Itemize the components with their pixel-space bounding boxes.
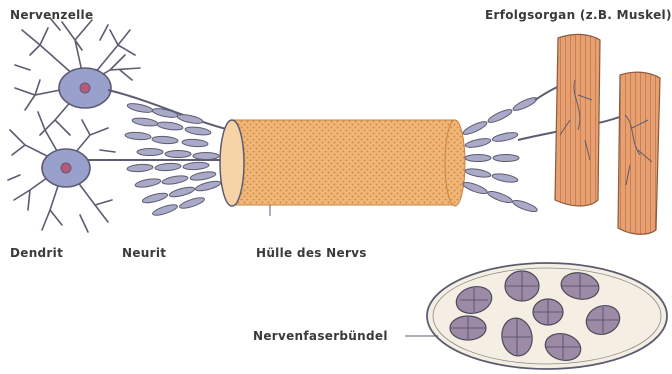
label-effector-organ: Erfolgsorgan (z.B. Muskel) <box>485 8 672 22</box>
neurite-fibers-left <box>88 90 230 217</box>
label-nerve-cell: Nervenzelle <box>10 8 93 22</box>
muscle-left <box>555 34 600 206</box>
nerve-cell-upper <box>15 18 140 135</box>
label-nerve-fiber-bundle: Nervenfaserbündel <box>253 329 388 343</box>
nerve-cell-lower <box>8 112 115 232</box>
label-dendrite: Dendrit <box>10 246 63 260</box>
label-nerve-sheath: Hülle des Nervs <box>256 246 367 260</box>
nerve-sheath <box>220 120 465 216</box>
neurite-fibers-right <box>462 80 625 214</box>
nerve-cross-section <box>405 263 667 369</box>
label-neurite: Neurit <box>122 246 166 260</box>
muscle-right <box>618 72 660 234</box>
